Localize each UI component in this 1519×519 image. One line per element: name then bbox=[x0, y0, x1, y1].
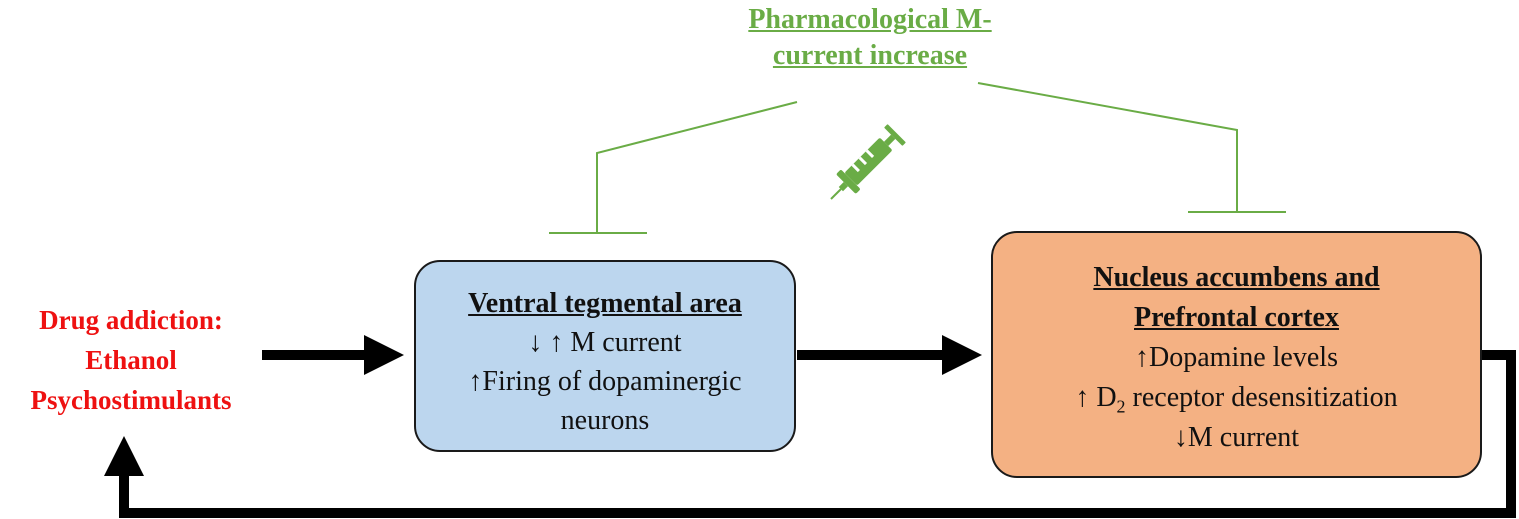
feedback-arrow bbox=[104, 350, 1516, 518]
nac-heading-2: Prefrontal cortex bbox=[1134, 302, 1339, 333]
inhibit-line-vta bbox=[596, 101, 798, 233]
nac-line-2-sub: 2 bbox=[1116, 396, 1126, 417]
nac-heading-1: Nucleus accumbens and bbox=[1093, 262, 1380, 293]
drug-line-2: Ethanol bbox=[85, 345, 177, 375]
drug-line-1: Drug addiction: bbox=[39, 305, 223, 335]
syringe-icon bbox=[830, 124, 906, 200]
inhibit-line-nac bbox=[977, 82, 1238, 212]
drug-line-3: Psychostimulants bbox=[30, 385, 232, 415]
vta-line-1: ↓ ↑ M current bbox=[528, 327, 682, 358]
nac-line-2: ↑ D2 receptor desensitization bbox=[993, 378, 1480, 418]
vta-box: Ventral tegmental area ↓ ↑ M current ↑Fi… bbox=[414, 260, 796, 452]
drug-addiction-label: Drug addiction: Ethanol Psychostimulants bbox=[0, 300, 262, 420]
nac-line-2-suffix: receptor desensitization bbox=[1125, 382, 1398, 413]
title-line-2: current increase bbox=[772, 40, 968, 71]
nac-line-1: ↑Dopamine levels bbox=[1135, 342, 1338, 373]
vta-line-2: ↑Firing of dopaminergic bbox=[468, 366, 742, 397]
nac-line-2-prefix: ↑ D bbox=[1075, 382, 1117, 413]
title-line-1: Pharmacological M- bbox=[748, 4, 992, 35]
intervention-title: Pharmacological M- current increase bbox=[700, 2, 1040, 74]
vta-line-3: neurons bbox=[560, 405, 650, 436]
nac-pfc-box: Nucleus accumbens and Prefrontal cortex … bbox=[991, 231, 1482, 478]
vta-heading: Ventral tegmental area bbox=[468, 288, 742, 319]
nac-line-3: ↓M current bbox=[1173, 422, 1300, 453]
